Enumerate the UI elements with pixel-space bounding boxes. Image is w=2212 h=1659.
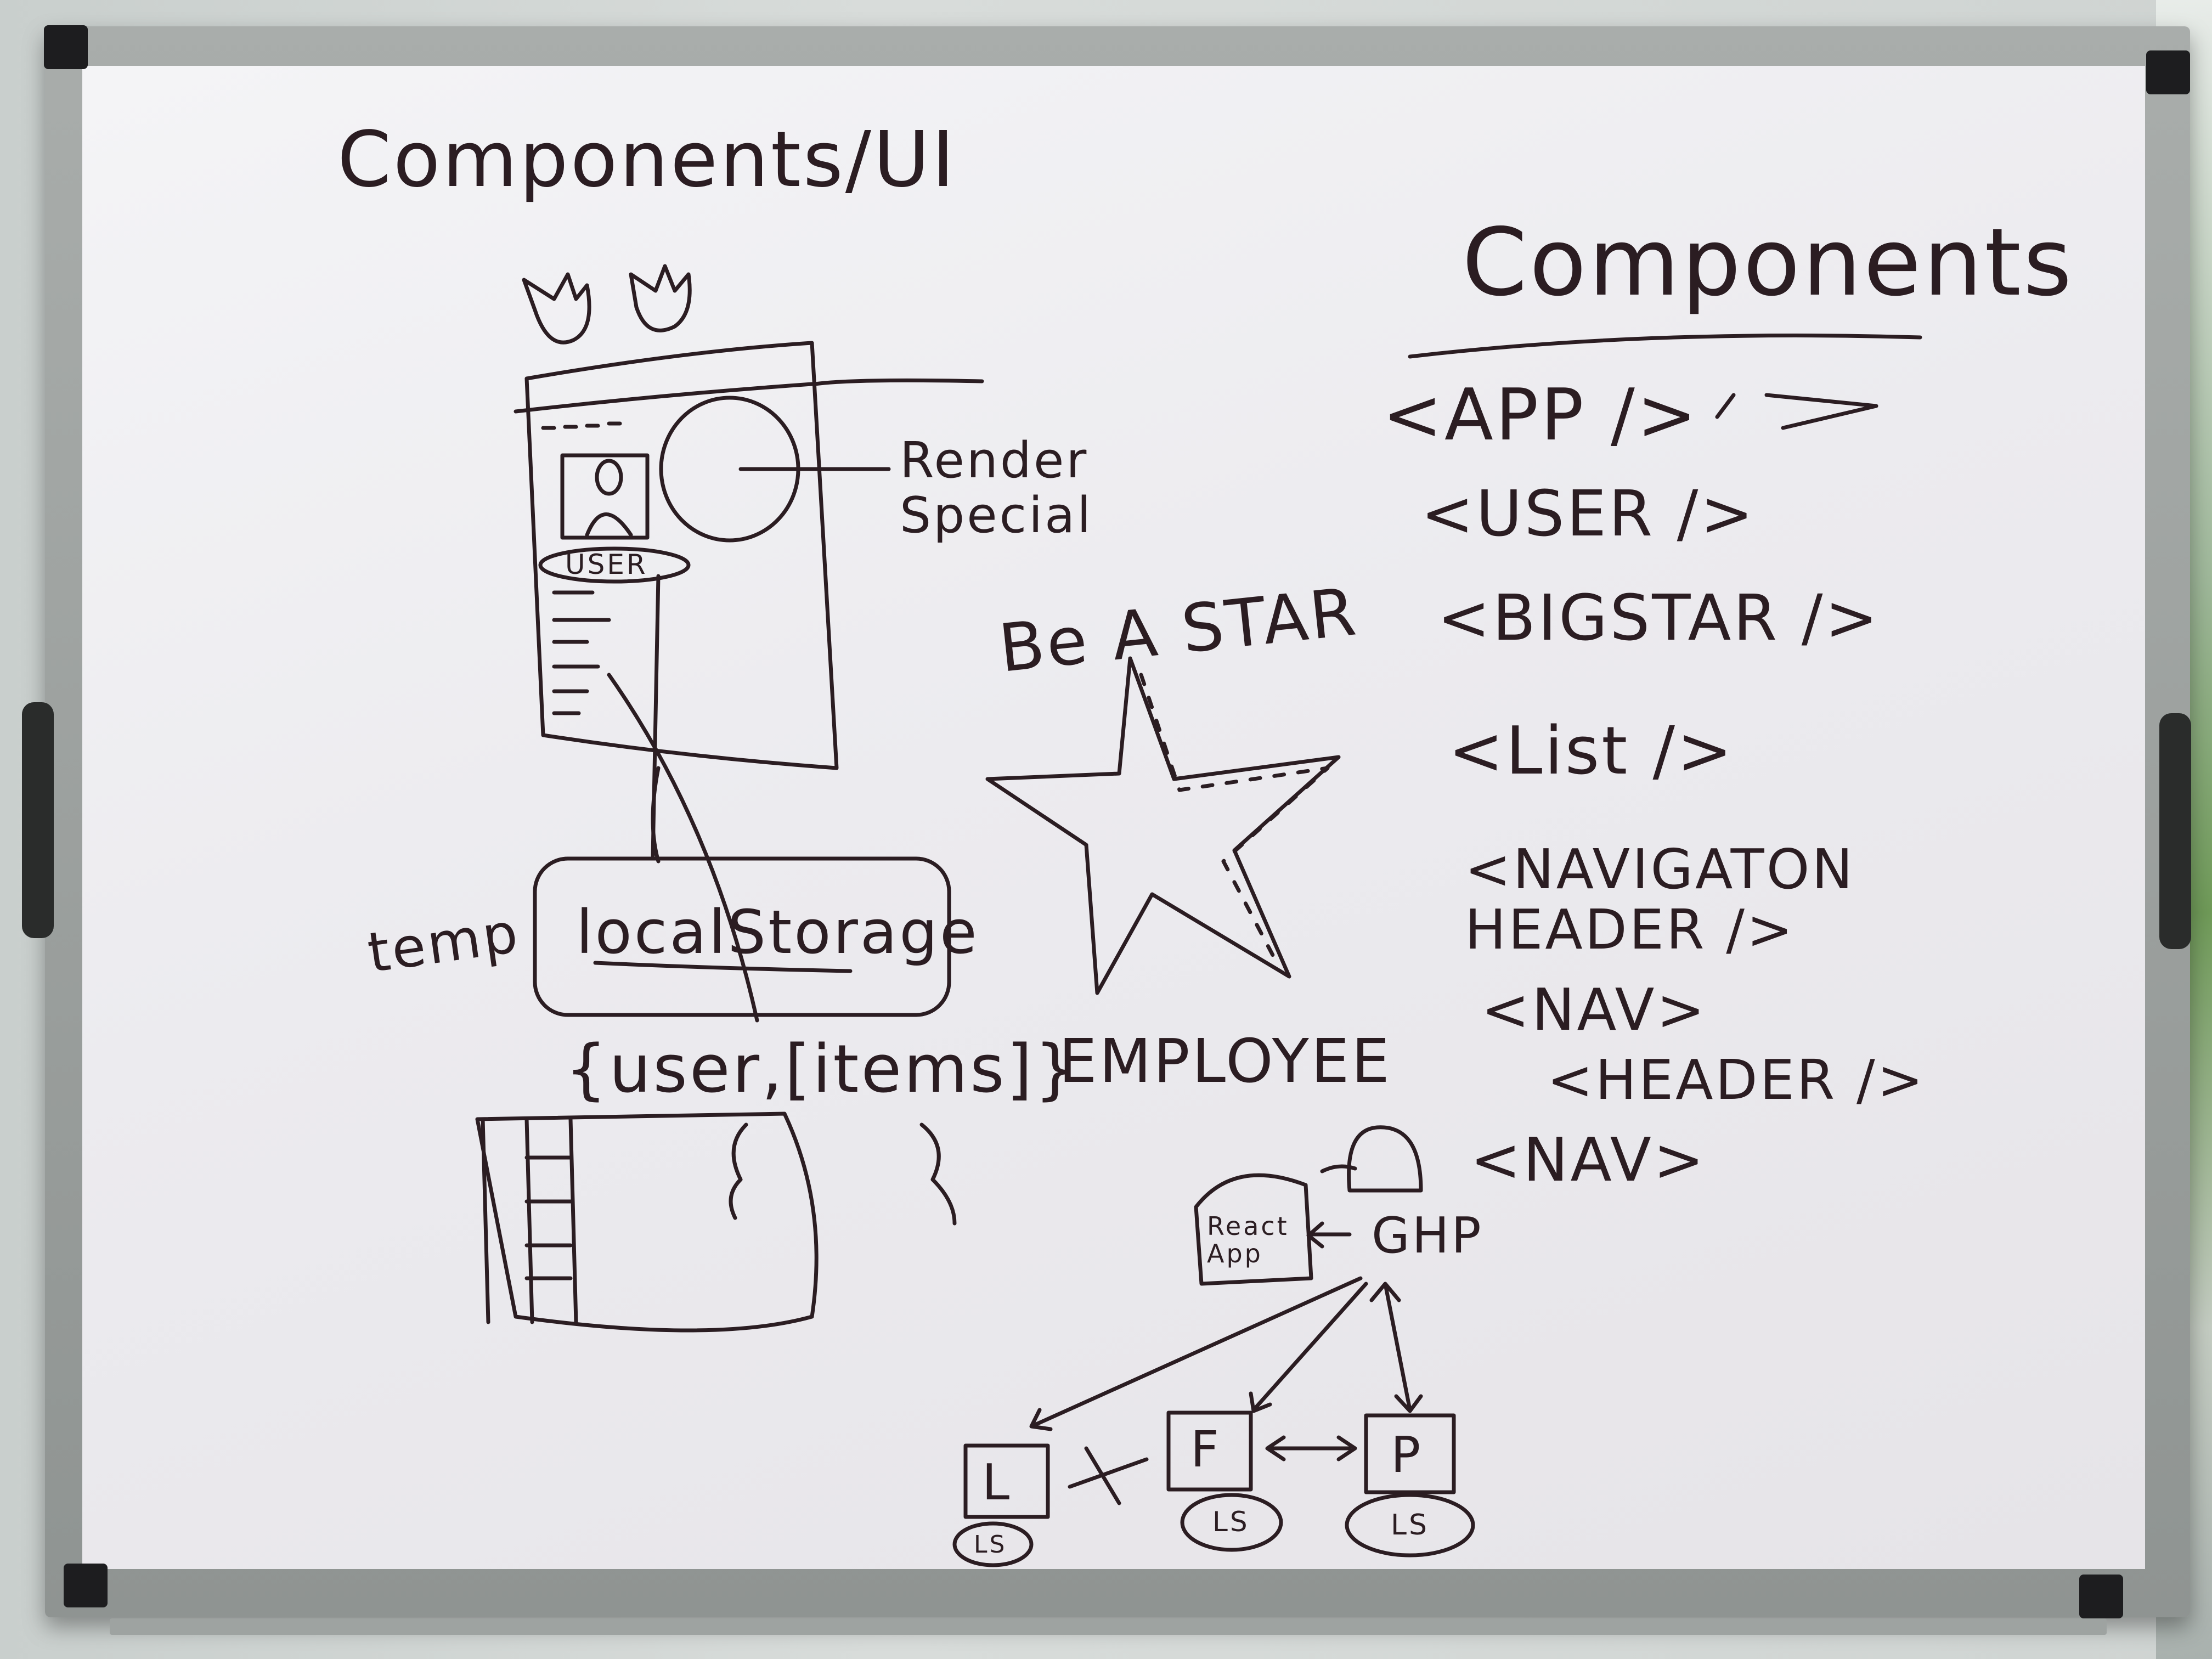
react-app-label: React App <box>1207 1211 1289 1268</box>
stand-clamp-left <box>22 702 54 938</box>
title-left: Components/UI <box>337 115 957 205</box>
employee-label: EMPLOYEE <box>1059 1026 1392 1096</box>
node-f-box <box>1166 1410 1253 1492</box>
local-storage-underline <box>593 961 853 973</box>
bottom-wireframe-cells <box>524 1155 573 1280</box>
big-star-icon <box>985 656 1341 995</box>
node-l-box <box>963 1443 1050 1519</box>
node-l-label: L <box>982 1454 1012 1511</box>
wireframe-inner-top <box>514 382 814 414</box>
avatar-body-icon <box>585 512 633 537</box>
marker-tray <box>110 1618 2107 1635</box>
ls-label-2: LS <box>1212 1506 1250 1538</box>
component-nav-open: <NAV> <box>1481 977 1707 1043</box>
react-app-box <box>1194 1173 1313 1286</box>
ls-label-1: LS <box>974 1531 1007 1559</box>
brace-right <box>919 1122 957 1226</box>
cloud-icon <box>1347 1125 1423 1193</box>
component-nav-close: <NAV> <box>1470 1125 1707 1195</box>
arrow-ghp-to-p <box>1369 1282 1423 1413</box>
big-star-dashes <box>1139 673 1330 968</box>
ls-oval-3 <box>1345 1493 1475 1558</box>
node-f-label: F <box>1190 1421 1221 1479</box>
brace-left <box>729 1122 748 1220</box>
bottom-wireframe-box <box>475 1111 819 1333</box>
wireframe-outer-box <box>524 341 839 770</box>
whiteboard-surface <box>82 66 2145 1569</box>
frame-corner-top-right <box>2146 50 2190 94</box>
local-storage-label: localStorage <box>576 897 979 967</box>
frame-corner-bottom-right <box>2079 1575 2123 1618</box>
user-label: USER <box>565 549 648 580</box>
json-object-label: {user,[items]} <box>565 1031 1079 1108</box>
app-close-slash <box>1715 393 1878 430</box>
arrow-to-storage-1 <box>651 766 661 864</box>
arrow-to-storage-2 <box>607 673 759 1023</box>
wireframe-arrow-right <box>812 378 984 386</box>
node-p-label: P <box>1391 1426 1423 1484</box>
ls-oval-2 <box>1180 1493 1283 1552</box>
bottom-wireframe-column <box>481 1117 578 1324</box>
component-header: <HEADER /> <box>1547 1048 1926 1112</box>
crown-left-icon <box>522 272 591 345</box>
cloud-link <box>1320 1164 1357 1173</box>
avatar-box <box>560 453 650 540</box>
user-label-oval <box>538 546 691 584</box>
component-navigation-header: <NAVIGATON HEADER /> <box>1465 837 1855 962</box>
render-special-label: Render Special <box>900 432 1093 544</box>
crown-right-icon <box>629 264 692 332</box>
ls-label-3: LS <box>1391 1509 1429 1542</box>
stand-clamp-right <box>2159 713 2191 949</box>
component-bigstar: <BIGSTAR /> <box>1437 582 1880 655</box>
frame-corner-top-left <box>44 25 88 69</box>
title-right: Components <box>1462 208 2074 317</box>
local-storage-box <box>533 856 951 1017</box>
node-p-box <box>1364 1413 1456 1494</box>
arrow-ghp-to-l <box>1029 1276 1363 1431</box>
component-user: <USER /> <box>1421 477 1756 551</box>
components-underline <box>1408 334 1922 359</box>
frame-corner-bottom-left <box>64 1564 108 1607</box>
avatar-head-icon <box>595 459 623 496</box>
component-list: <List /> <box>1448 713 1735 789</box>
component-app: <APP /> <box>1383 373 1699 456</box>
arrow-ghp-to-f <box>1249 1282 1368 1413</box>
ghp-label: GHP <box>1372 1207 1483 1265</box>
ls-oval-1 <box>952 1521 1034 1567</box>
wireframe-list-lines <box>552 590 611 715</box>
link-f-p <box>1265 1435 1357 1462</box>
ghp-to-react-arrow <box>1306 1221 1352 1249</box>
wireframe-dots <box>541 421 622 430</box>
link-l-f <box>1068 1446 1149 1505</box>
